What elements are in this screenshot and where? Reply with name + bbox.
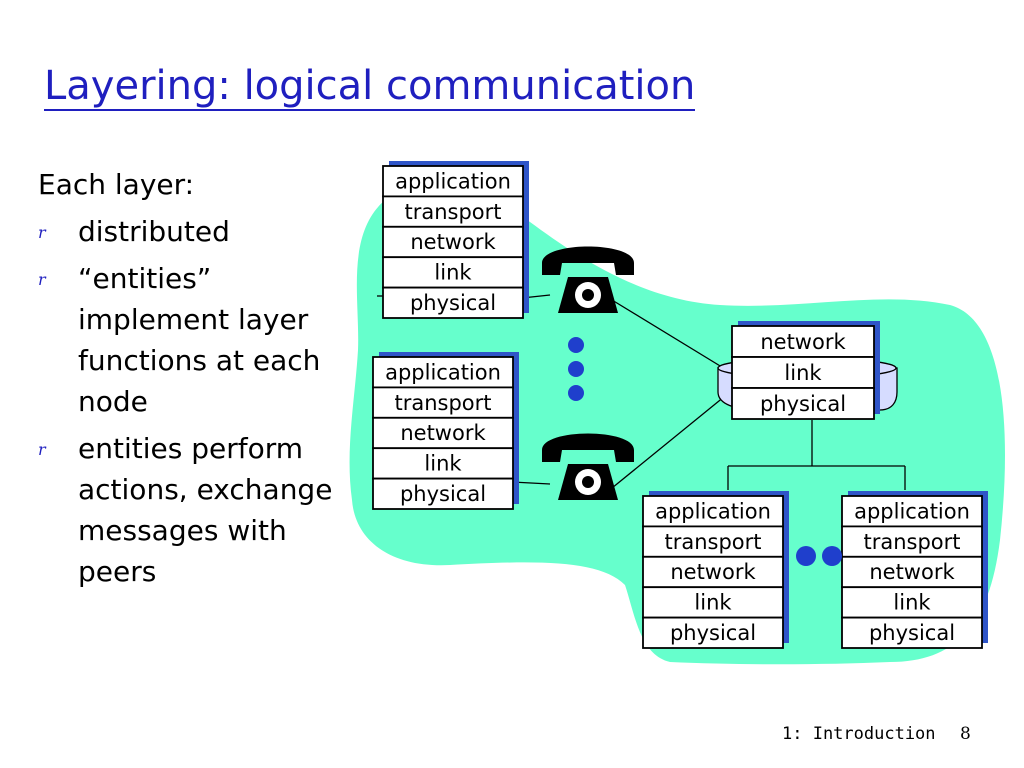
layer-label: link — [784, 361, 822, 385]
ellipsis-dots — [568, 337, 584, 401]
bullet-text: entities perform actions, exchange messa… — [78, 432, 333, 588]
bullet-item: r distributed — [38, 211, 338, 252]
layer-physical: physical — [841, 616, 983, 649]
slide-title: Layering: logical communication — [44, 63, 696, 111]
host-stack: application transport network link physical — [841, 491, 988, 649]
footer-chapter: 1: Introduction — [782, 724, 936, 744]
layer-label: link — [893, 591, 931, 615]
layer-transport: transport — [382, 195, 524, 228]
layer-application: application — [372, 356, 514, 389]
layer-physical: physical — [382, 286, 524, 319]
layer-label: transport — [394, 391, 491, 415]
layer-network: network — [382, 225, 524, 259]
body-heading: Each layer: — [38, 168, 195, 201]
layer-label: physical — [869, 621, 955, 645]
host-stack: application transport network link physical — [642, 491, 789, 649]
layer-label: physical — [400, 482, 486, 506]
layer-label: network — [400, 421, 486, 445]
bullet-marker-icon: r — [38, 223, 46, 242]
ellipsis-dots — [796, 546, 842, 566]
layer-label: network — [869, 560, 955, 584]
layer-link: link — [841, 586, 983, 619]
telephone-icon — [542, 246, 634, 313]
layer-link: link — [372, 447, 514, 480]
layer-link: link — [642, 586, 784, 619]
layer-link: link — [382, 256, 524, 289]
layer-physical: physical — [372, 477, 514, 510]
layer-label: network — [760, 330, 846, 354]
layer-label: network — [410, 230, 496, 254]
layer-transport: transport — [841, 525, 983, 558]
layer-label: link — [434, 261, 472, 285]
layer-label: application — [854, 499, 970, 523]
bullet-item: r entities perform actions, exchange mes… — [38, 428, 338, 592]
layer-network: network — [642, 555, 784, 589]
bullet-marker-icon: r — [38, 440, 46, 459]
layer-label: link — [694, 591, 732, 615]
layer-label: application — [385, 360, 501, 384]
router-stack: network link physical — [731, 321, 880, 420]
layer-application: application — [642, 495, 784, 528]
layer-network: network — [372, 416, 514, 450]
layer-label: physical — [760, 392, 846, 416]
layer-label: application — [655, 499, 771, 523]
bullet-text: “entities” implement layer functions at … — [78, 262, 321, 418]
layer-label: transport — [404, 200, 501, 224]
bullet-item: r “entities” implement layer functions a… — [38, 258, 338, 422]
layer-label: application — [395, 169, 511, 193]
bullet-marker-icon: r — [38, 270, 46, 289]
layer-label: physical — [670, 621, 756, 645]
layer-application: application — [382, 165, 524, 198]
layer-transport: transport — [372, 386, 514, 419]
host-stack: application transport network link physical — [372, 352, 519, 510]
layer-application: application — [841, 495, 983, 528]
layer-label: link — [424, 452, 462, 476]
layer-physical: physical — [731, 387, 875, 420]
host-stack: application transport network link physical — [382, 161, 529, 319]
layer-link: link — [731, 356, 875, 389]
diagram-layer: applicationtransportnetworklinkphysicala… — [372, 161, 988, 649]
layer-label: physical — [410, 291, 496, 315]
layer-network: network — [731, 325, 875, 358]
layer-transport: transport — [642, 525, 784, 558]
layer-physical: physical — [642, 616, 784, 649]
slide-body: Each layer: r distributed r “entities” i… — [38, 164, 338, 592]
bullet-text: distributed — [78, 215, 230, 248]
layer-label: transport — [863, 530, 960, 554]
layer-label: network — [670, 560, 756, 584]
telephone-icon — [542, 433, 634, 500]
layer-network: network — [841, 555, 983, 589]
page-number: 8 — [960, 724, 971, 744]
layer-label: transport — [664, 530, 761, 554]
